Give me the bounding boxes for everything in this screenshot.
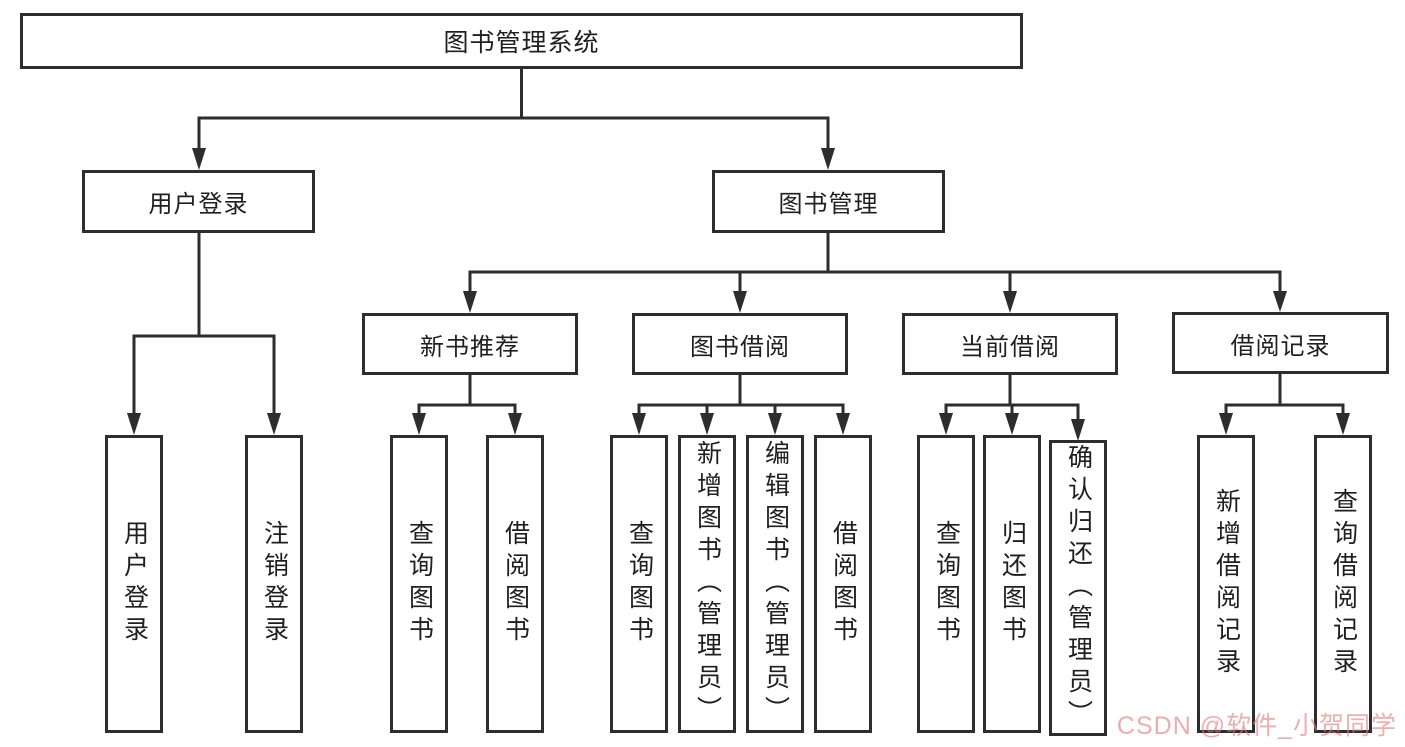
node-label: 当前借阅 (960, 333, 1060, 361)
node-book-management: 图书管理 (712, 170, 945, 233)
leaf-borrowing-edit-books-admin: 编辑图书（管理员） (746, 435, 804, 733)
leaf-logout: 注销登录 (245, 435, 303, 733)
node-root-system: 图书管理系统 (20, 13, 1023, 69)
node-label: 图书借阅 (690, 333, 790, 361)
node-user-login: 用户登录 (82, 170, 315, 233)
node-label: 新书推荐 (420, 333, 520, 361)
node-label: 用户登录 (120, 520, 149, 648)
leaf-borrowing-add-books-admin: 新增图书（管理员） (678, 435, 736, 733)
leaf-current-query-books: 查询图书 (917, 435, 975, 733)
node-book-borrowing: 图书借阅 (632, 313, 848, 375)
leaf-records-add-record: 新增借阅记录 (1197, 435, 1255, 733)
leaf-current-return-books: 归还图书 (983, 435, 1041, 733)
node-label: 查询图书 (405, 520, 434, 648)
csdn-watermark: CSDN @软件_小贺同学 (1116, 712, 1397, 740)
node-new-book-recommend: 新书推荐 (362, 313, 578, 375)
leaf-user-login: 用户登录 (105, 435, 163, 733)
leaf-borrowing-query-books: 查询图书 (610, 435, 668, 733)
node-label: 新增图书（管理员） (693, 440, 722, 728)
node-label: 图书管理系统 (443, 29, 600, 57)
node-current-borrowing: 当前借阅 (902, 313, 1118, 375)
arrowheads (127, 148, 1350, 441)
node-label: 查询图书 (625, 520, 654, 648)
leaf-recommend-query-books: 查询图书 (390, 435, 448, 733)
leaf-borrowing-borrow-books: 借阅图书 (814, 435, 872, 733)
leaf-records-query-record: 查询借阅记录 (1314, 435, 1372, 733)
node-label: 确认归还（管理员） (1064, 444, 1093, 732)
leaf-current-confirm-return-admin: 确认归还（管理员） (1049, 440, 1107, 736)
node-label: 归还图书 (998, 520, 1027, 648)
leaf-recommend-borrow-books: 借阅图书 (486, 435, 544, 733)
node-label: 借阅图书 (829, 520, 858, 648)
node-label: 注销登录 (260, 520, 289, 648)
node-label: 查询借阅记录 (1329, 488, 1358, 680)
node-label: 借阅记录 (1230, 332, 1331, 360)
node-borrowing-records: 借阅记录 (1172, 312, 1389, 374)
node-label: 图书管理 (778, 191, 879, 218)
node-label: 查询图书 (932, 520, 961, 648)
node-label: 新增借阅记录 (1212, 488, 1241, 680)
node-label: 编辑图书（管理员） (761, 440, 790, 728)
node-label: 用户登录 (148, 191, 249, 218)
node-label: 借阅图书 (501, 520, 530, 648)
